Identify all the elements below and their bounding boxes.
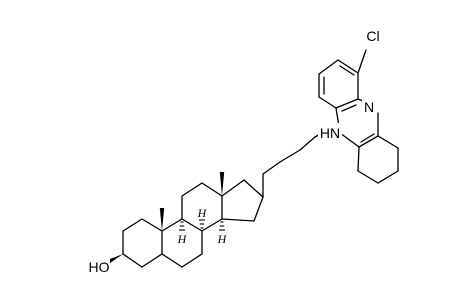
stereo-h-c8: H [197,206,208,220]
stereo-h-c9-label: H [177,232,188,246]
cyclohexene-ring [357,135,399,184]
steroid-ring-c [181,182,223,232]
hydroxyl-group: HO [88,257,110,275]
hydroxyl-wedge [106,254,123,265]
steroid-ring-a [122,218,163,268]
stereo-h-c14-label: H [217,232,228,246]
ring-nitrogen-label: N [364,99,374,115]
chlorine-label: Cl [366,28,379,44]
methyl-c10 [159,208,165,231]
amine-group: HN [318,123,342,141]
stereo-h-c8-label: H [197,206,208,220]
hash-bond-c8 [199,219,205,229]
hydroxyl-label: HO [89,259,110,275]
steroid-ring-b [161,218,203,268]
hash-bond-c9 [179,221,185,231]
stereo-h-c9: H [177,232,188,246]
chlorine-atom: Cl [360,27,386,44]
amine-label: HN [320,125,340,141]
chlorobenzo-ring [318,49,367,109]
ring-nitrogen-atom: N [362,98,376,116]
steroid-ring-d [221,179,264,222]
ethyl-linker [262,132,323,198]
methyl-c13 [219,172,225,196]
stereo-h-c14: H [217,232,228,246]
hash-bond-c14 [219,221,225,231]
